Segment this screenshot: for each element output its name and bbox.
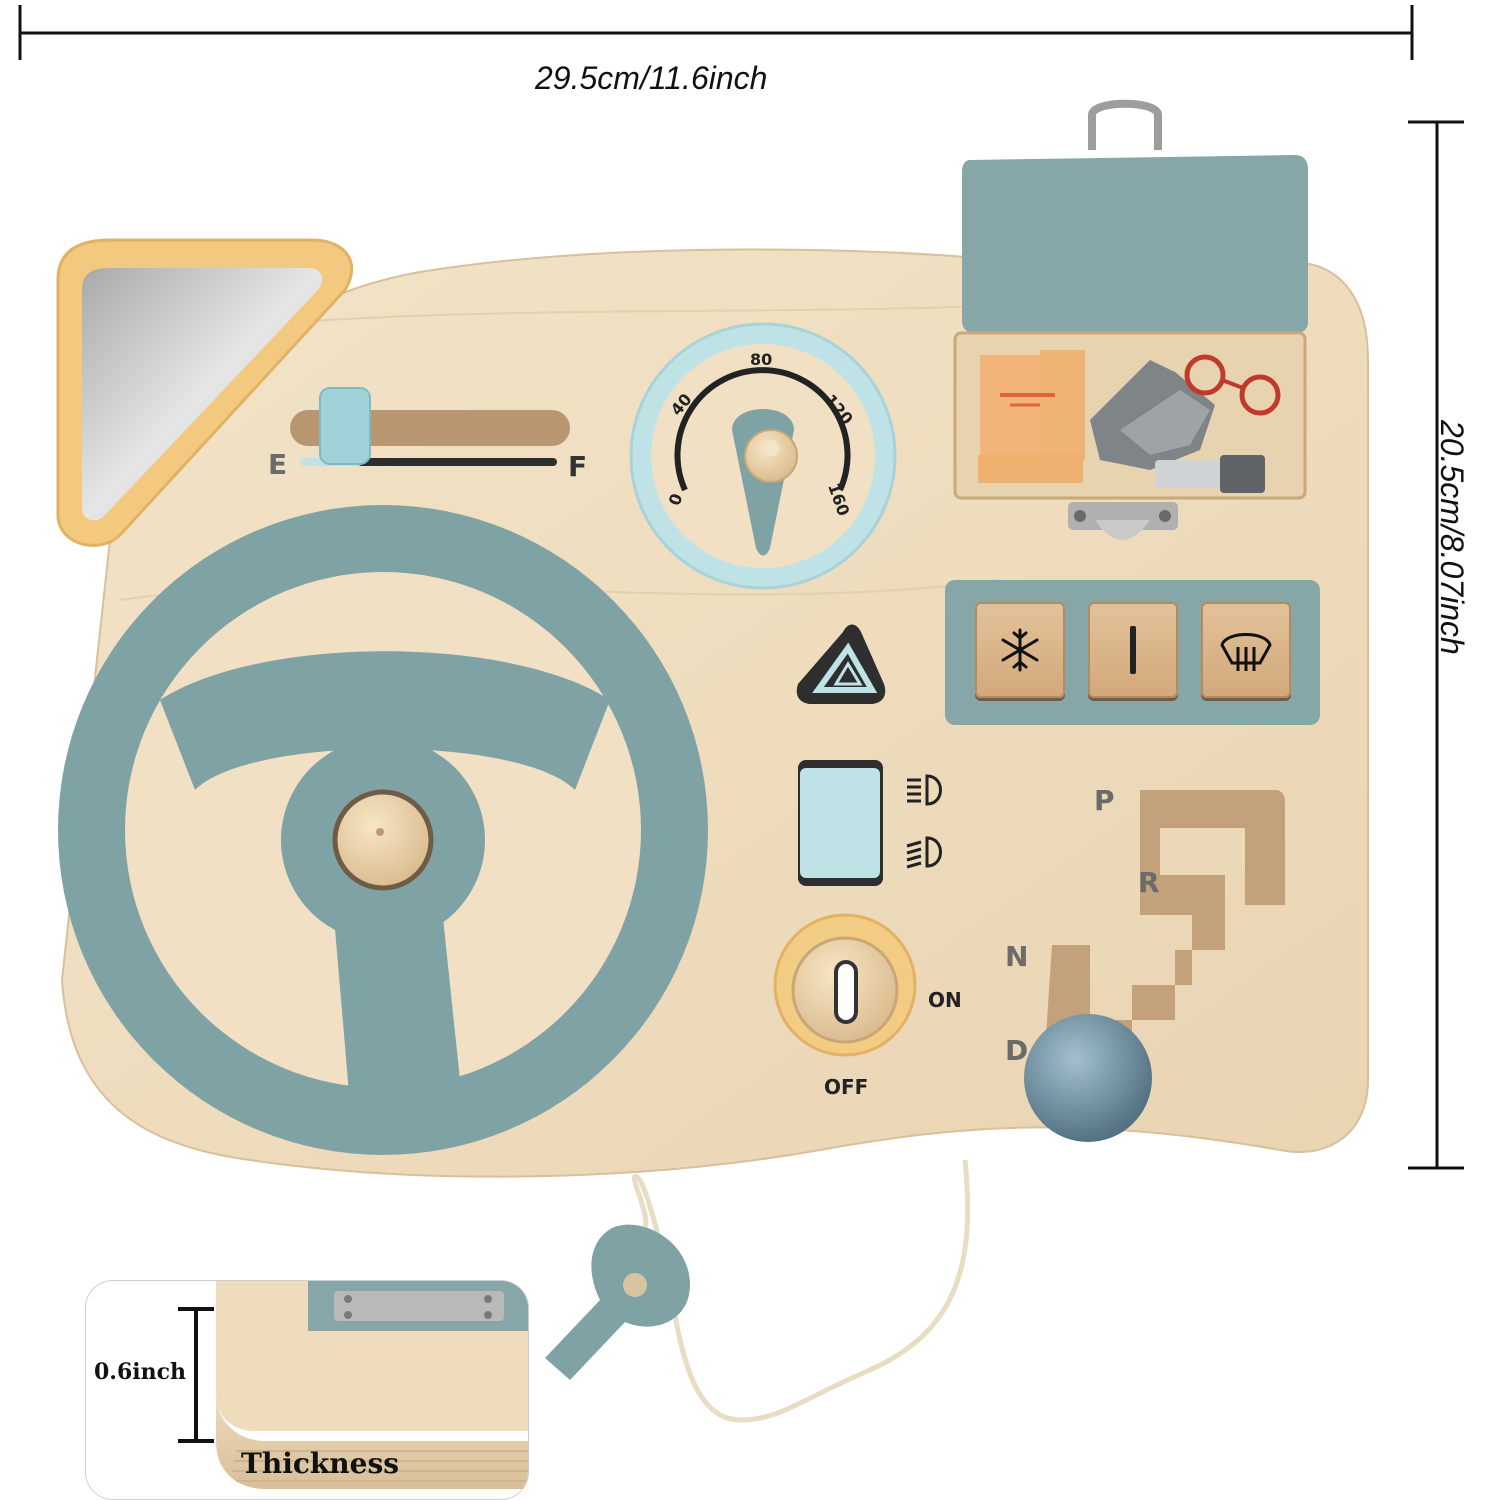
- fuel-slider-knob: [319, 387, 371, 465]
- height-dimension-line: [1408, 120, 1464, 1170]
- thickness-measure-label: 0.6inch: [94, 1359, 187, 1385]
- key: [545, 1224, 690, 1380]
- button-panel-buttons: [945, 580, 1320, 725]
- thickness-inset: 0.6inch Thickness: [85, 1280, 529, 1500]
- thickness-photo: [178, 1281, 528, 1489]
- glovebox-latch: [1068, 502, 1178, 530]
- width-dimension-label: 29.5cm/11.6inch: [535, 60, 768, 96]
- ac-button[interactable]: [975, 602, 1065, 698]
- ignition-on-label: ON: [928, 988, 962, 1012]
- defrost-button[interactable]: [1201, 602, 1291, 698]
- high-beam-icon: [907, 774, 942, 806]
- ignition-off-label: OFF: [824, 1075, 869, 1099]
- power-line-icon: [1130, 626, 1136, 674]
- low-beam-icon: [906, 836, 942, 869]
- gear-label-d: D: [1005, 1034, 1029, 1067]
- fuel-full-label: F: [568, 450, 588, 483]
- gear-label-p: P: [1094, 784, 1115, 817]
- power-button[interactable]: [1088, 602, 1178, 698]
- steering-knob: [332, 789, 434, 891]
- thickness-caption: Thickness: [241, 1447, 399, 1480]
- defrost-icon: [1220, 633, 1272, 671]
- speed-tick-80: 80: [750, 350, 773, 369]
- glovebox-lid: [962, 155, 1308, 333]
- key-string: [631, 1159, 971, 1423]
- fuel-empty-label: E: [268, 448, 288, 481]
- speedometer-arc: [674, 367, 851, 492]
- gear-label-n: N: [1005, 940, 1029, 973]
- mirror-glass: [82, 268, 323, 521]
- width-dimension-line: [18, 5, 1414, 60]
- snowflake-icon: [1001, 628, 1039, 672]
- gear-knob: [1024, 1014, 1152, 1142]
- gear-label-r: R: [1138, 866, 1160, 899]
